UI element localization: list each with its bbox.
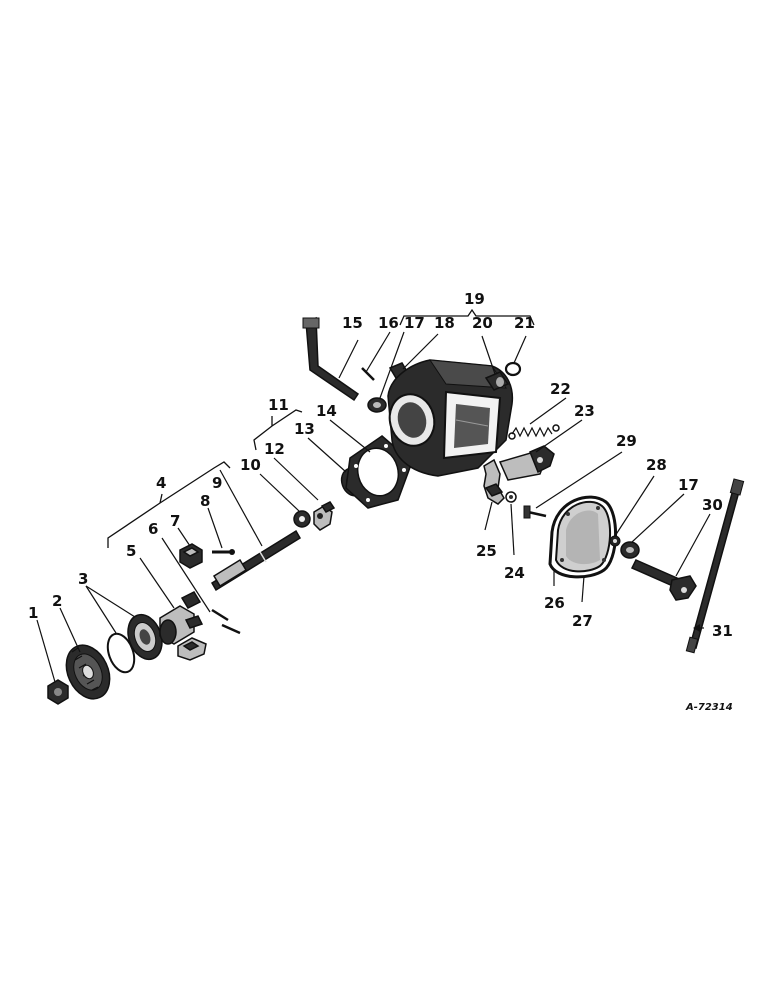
part-12-fitting — [313, 501, 336, 531]
bracket-11 — [253, 409, 303, 451]
part-30-lever-shaft — [630, 559, 697, 601]
part-21-ring — [504, 361, 522, 377]
part-9-shaft — [210, 529, 302, 592]
part-7-block — [179, 543, 203, 569]
callout-5: 5 — [126, 542, 136, 560]
callout-21: 21 — [514, 314, 535, 332]
callout-9: 9 — [212, 474, 222, 492]
part-20-bushing — [484, 371, 510, 391]
callout-28: 28 — [646, 456, 667, 474]
callout-7: 7 — [170, 512, 180, 530]
part-2-gear — [65, 644, 111, 700]
callout-10: 10 — [240, 456, 261, 474]
callout-27: 27 — [572, 612, 593, 630]
callout-6: 6 — [148, 520, 158, 538]
part-14-gasket — [345, 435, 413, 509]
callout-17-lower: 17 — [678, 476, 699, 494]
bracket-19 — [399, 308, 535, 326]
callout-25: 25 — [476, 542, 497, 560]
callout-15: 15 — [342, 314, 363, 332]
part-29-bolt — [523, 505, 547, 519]
callout-22: 22 — [550, 380, 571, 398]
callout-20: 20 — [472, 314, 493, 332]
part-22-spring — [508, 424, 560, 440]
part-19-housing — [387, 359, 514, 477]
callout-30: 30 — [702, 496, 723, 514]
part-17-seal-lower — [620, 541, 640, 559]
part-8-pin — [212, 549, 235, 555]
part-17-seal — [367, 397, 387, 413]
part-10-washer — [293, 510, 311, 528]
part-25-arm — [483, 458, 505, 505]
reference-code: A-72314 — [685, 702, 733, 713]
part-31-rod — [685, 478, 745, 654]
callout-23: 23 — [574, 402, 595, 420]
callout-11: 11 — [268, 396, 289, 414]
part-6-pin — [211, 608, 241, 635]
part-5-block-lower — [177, 637, 207, 661]
callout-24: 24 — [504, 564, 525, 582]
callout-4: 4 — [156, 474, 166, 492]
callout-16: 16 — [378, 314, 399, 332]
part-5-yoke — [159, 591, 204, 645]
part-24-ball — [505, 491, 517, 503]
callout-17-upper: 17 — [404, 314, 425, 332]
callout-31: 31 — [712, 622, 733, 640]
part-16-pin — [361, 367, 375, 381]
part-15-lever — [302, 316, 360, 402]
callout-1: 1 — [28, 604, 38, 622]
part-3-bearing-and-snap-ring — [106, 613, 163, 674]
bracket-4 — [107, 461, 231, 548]
leader-lines — [36, 331, 711, 683]
callout-14: 14 — [316, 402, 337, 420]
part-23-lever — [498, 445, 555, 481]
part-28-washer — [609, 535, 621, 547]
callout-13: 13 — [294, 420, 315, 438]
callout-18: 18 — [434, 314, 455, 332]
callout-2: 2 — [52, 592, 62, 610]
callout-19: 19 — [464, 290, 485, 308]
callout-3: 3 — [78, 570, 88, 588]
callout-29: 29 — [616, 432, 637, 450]
part-27-cover — [554, 501, 612, 573]
part-1-nut — [47, 679, 69, 705]
callout-12: 12 — [264, 440, 285, 458]
callout-8: 8 — [200, 492, 210, 510]
callout-26: 26 — [544, 594, 565, 612]
